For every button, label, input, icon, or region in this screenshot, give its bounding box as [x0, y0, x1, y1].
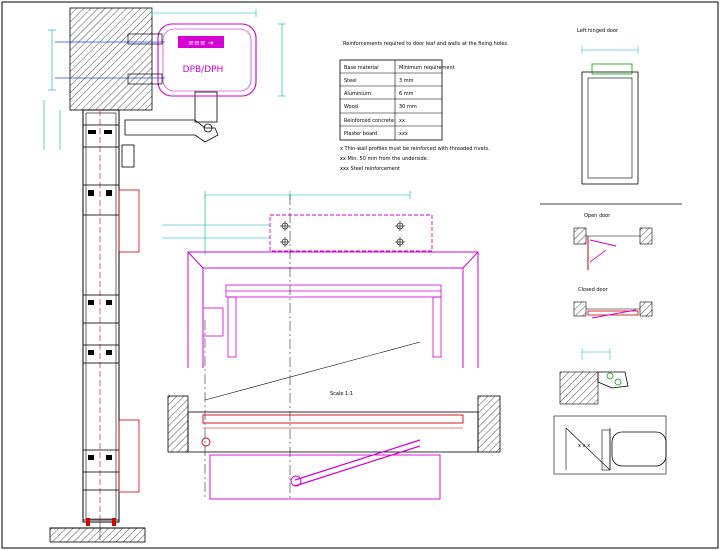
- table-cell: xx: [399, 118, 405, 124]
- door-elevation-closer: [591, 63, 633, 75]
- left-hinged-label: Left hinged door: [577, 28, 619, 34]
- plan-pivot: [290, 475, 302, 487]
- closer-logo-text: DPB/DPH: [183, 65, 224, 75]
- bottom-seals: [86, 518, 116, 526]
- plan-hinge-point: [201, 437, 211, 447]
- closed-door-label: Closed door: [578, 287, 609, 293]
- closed-door-view: Closed door: [573, 287, 653, 319]
- fixing-holes: [280, 221, 405, 247]
- closer-brand-plate: [178, 36, 224, 48]
- door-leaf-inner: [85, 112, 117, 520]
- table-cell: 3 mm: [399, 78, 414, 84]
- door-profile-column: [82, 109, 140, 540]
- table-header-requirement: Minimum requirement: [399, 65, 455, 71]
- floor-hatch: [49, 527, 146, 543]
- closer-dimensions: [43, 9, 286, 150]
- plan-opening: [187, 411, 479, 453]
- elevation-dims-right: [581, 46, 639, 54]
- swing-leader: [204, 341, 421, 401]
- closer-outline: [157, 23, 257, 97]
- closer-inner: [162, 28, 252, 92]
- plan-closer-arm: [294, 439, 421, 481]
- hinge-block: [202, 307, 224, 337]
- note-2: xx Min. 50 mm from the underside.: [340, 156, 429, 162]
- table-cell: Steel: [344, 78, 357, 84]
- note-3: xxx Steel reinforcement: [340, 166, 400, 172]
- reinforcement-table: Base material Minimum requirement Steel …: [339, 59, 455, 141]
- plan-door-leaf: [202, 414, 464, 424]
- brand-plate-mark: ≡≡≡ ➔: [188, 39, 214, 47]
- door-elevation-outer: [581, 71, 639, 185]
- mounting-plate: [269, 214, 433, 252]
- section-detail: x x x: [553, 348, 667, 475]
- table-cell: xxx: [399, 131, 408, 137]
- table-cell: Plaster board: [344, 131, 377, 137]
- open-door-view: Open door: [573, 213, 653, 270]
- plan-mount-area: [209, 454, 441, 500]
- door-head-profile: [225, 284, 442, 358]
- reinforcement-block: Reinforcements required to door leaf and…: [339, 41, 509, 172]
- left-hinged-view: Left hinged door: [577, 28, 639, 185]
- center-elevation: [162, 191, 479, 500]
- plan-wall-left: [167, 395, 189, 453]
- detail-mark: x x x: [578, 443, 590, 449]
- table-heading-text: Reinforcements required to door leaf and…: [343, 41, 509, 47]
- door-frame-elevation: [187, 251, 479, 368]
- table-cell: 30 mm: [399, 104, 417, 110]
- closer-arm-side: [121, 91, 219, 168]
- door-leaf-outline: [82, 109, 120, 523]
- door-closer-body: ≡≡≡ ➔ DPB/DPH: [55, 23, 257, 97]
- table-heading: Reinforcements required to door leaf and…: [343, 41, 509, 47]
- door-elevation-inner: [587, 77, 633, 179]
- side-brackets: [118, 189, 140, 493]
- profile-detail-blocks: [88, 130, 112, 460]
- profile-junctions: [82, 124, 120, 521]
- plan-closer-arm-2: [294, 445, 421, 487]
- note-1: x Thin-wall profiles must be reinforced …: [340, 146, 490, 152]
- table-cell: Aluminium: [344, 91, 371, 97]
- wall-section: [49, 7, 153, 543]
- open-door-label: Open door: [584, 213, 611, 219]
- top-wall-hatch: [69, 7, 153, 111]
- table-header-material: Base material: [344, 65, 379, 71]
- table-cell: Wood: [344, 104, 358, 110]
- plan-view: Scale 1:1: [167, 391, 501, 500]
- scale-label: Scale 1:1: [330, 391, 353, 397]
- plan-wall-right: [477, 395, 501, 453]
- table-cell: 6 mm: [399, 91, 414, 97]
- table-cell: Reinforced concrete: [344, 118, 394, 124]
